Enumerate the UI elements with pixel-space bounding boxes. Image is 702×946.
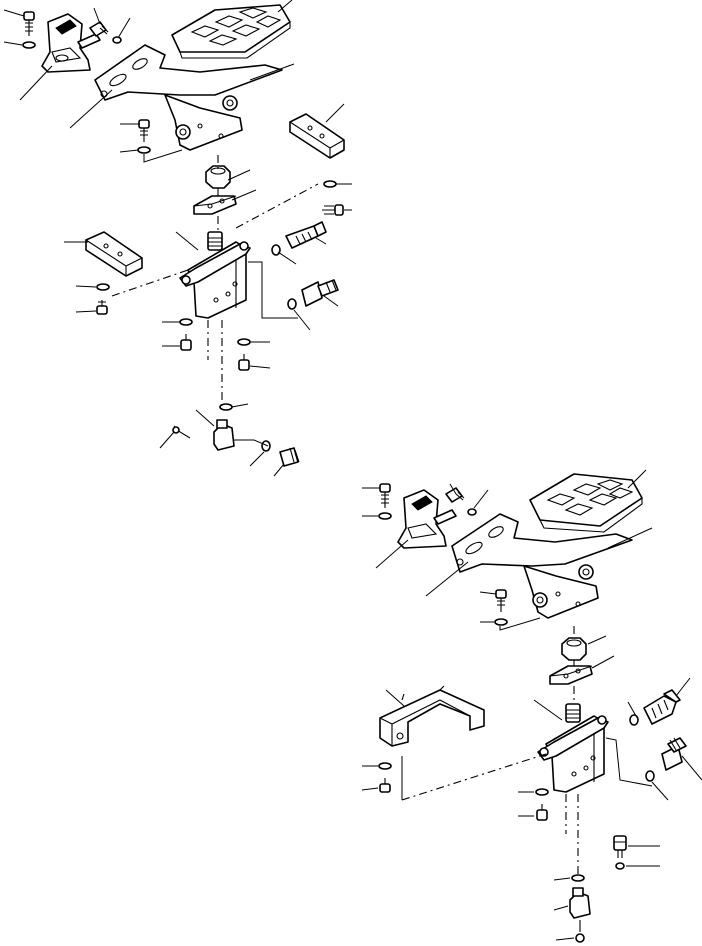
callout-leaders-lower	[361, 469, 702, 941]
centerline-5	[111, 269, 189, 297]
washer-mid	[137, 146, 151, 154]
spacer-block-small	[193, 195, 237, 215]
hex-nut-2	[561, 637, 587, 661]
washer-top-left	[22, 41, 36, 49]
pedal-bracket	[94, 44, 283, 151]
callout-leaders-upper	[3, 0, 352, 477]
l-bracket	[379, 685, 485, 747]
elbow-fitting-upper	[301, 279, 339, 307]
bolt-under-1	[180, 334, 192, 351]
hinge-bracket	[41, 13, 101, 73]
centerline-2-4	[401, 753, 547, 801]
bolt-top-left	[23, 11, 35, 36]
valve-body	[179, 231, 251, 319]
bolt-under-2	[238, 354, 250, 371]
o-ring-upper	[271, 244, 281, 256]
leader-b	[248, 261, 298, 319]
washer-top-center	[112, 36, 122, 44]
bolt-left	[96, 300, 108, 315]
o-ring-2-upper	[629, 714, 639, 726]
pedal-bracket-2	[451, 513, 633, 619]
pedal-pad	[171, 4, 291, 59]
hinge-bracket-2	[397, 489, 457, 549]
spacer-block-left	[85, 231, 143, 277]
washer-2-top-center	[467, 508, 477, 516]
o-ring-lower	[261, 440, 271, 452]
connector-2	[643, 689, 681, 725]
connector-small	[172, 425, 191, 439]
small-fitting-2	[613, 835, 627, 858]
washer-2-top-left	[378, 512, 392, 520]
bolt-2-under	[536, 804, 548, 821]
washer-2-under	[535, 788, 549, 796]
bottom-plug-2	[575, 920, 585, 943]
spacer-block-right	[289, 113, 345, 159]
switch-upper	[213, 419, 235, 451]
washer-2-mid	[494, 618, 508, 626]
o-ring-2-small	[615, 862, 625, 870]
o-ring-2-switch	[571, 874, 585, 882]
fitting-lower	[279, 447, 300, 467]
o-ring-switch	[219, 403, 233, 411]
bolt-right	[322, 204, 344, 216]
bolt-2-top-left	[379, 483, 391, 508]
washer-under-2	[237, 338, 251, 346]
bolt-2-left	[379, 778, 391, 793]
hex-nut	[205, 165, 231, 189]
leader-2-c	[605, 737, 653, 787]
o-ring-2-mid	[645, 770, 655, 782]
leader-c	[234, 439, 269, 447]
leader-a	[143, 149, 183, 163]
bolt-2-top-center	[445, 487, 465, 503]
centerline-4	[235, 183, 319, 229]
bolt-mid	[138, 119, 150, 142]
bolt-2-mid	[495, 589, 507, 612]
washer-2-left	[378, 762, 392, 770]
spacer-block-small-2	[549, 665, 593, 685]
elbow-fitting-2	[661, 737, 687, 771]
valve-body-2	[537, 703, 609, 793]
upper-assembly	[3, 0, 352, 477]
lower-assembly	[361, 469, 702, 943]
bolt-top-center	[89, 21, 109, 37]
switch-2	[569, 887, 591, 919]
connector-upper	[285, 221, 327, 249]
washer-right	[323, 180, 337, 188]
pedal-pad-2	[529, 473, 643, 533]
o-ring-upper-2	[287, 298, 297, 310]
washer-left	[96, 283, 110, 291]
leader-2-b	[499, 617, 541, 631]
washer-under-1	[179, 318, 193, 326]
